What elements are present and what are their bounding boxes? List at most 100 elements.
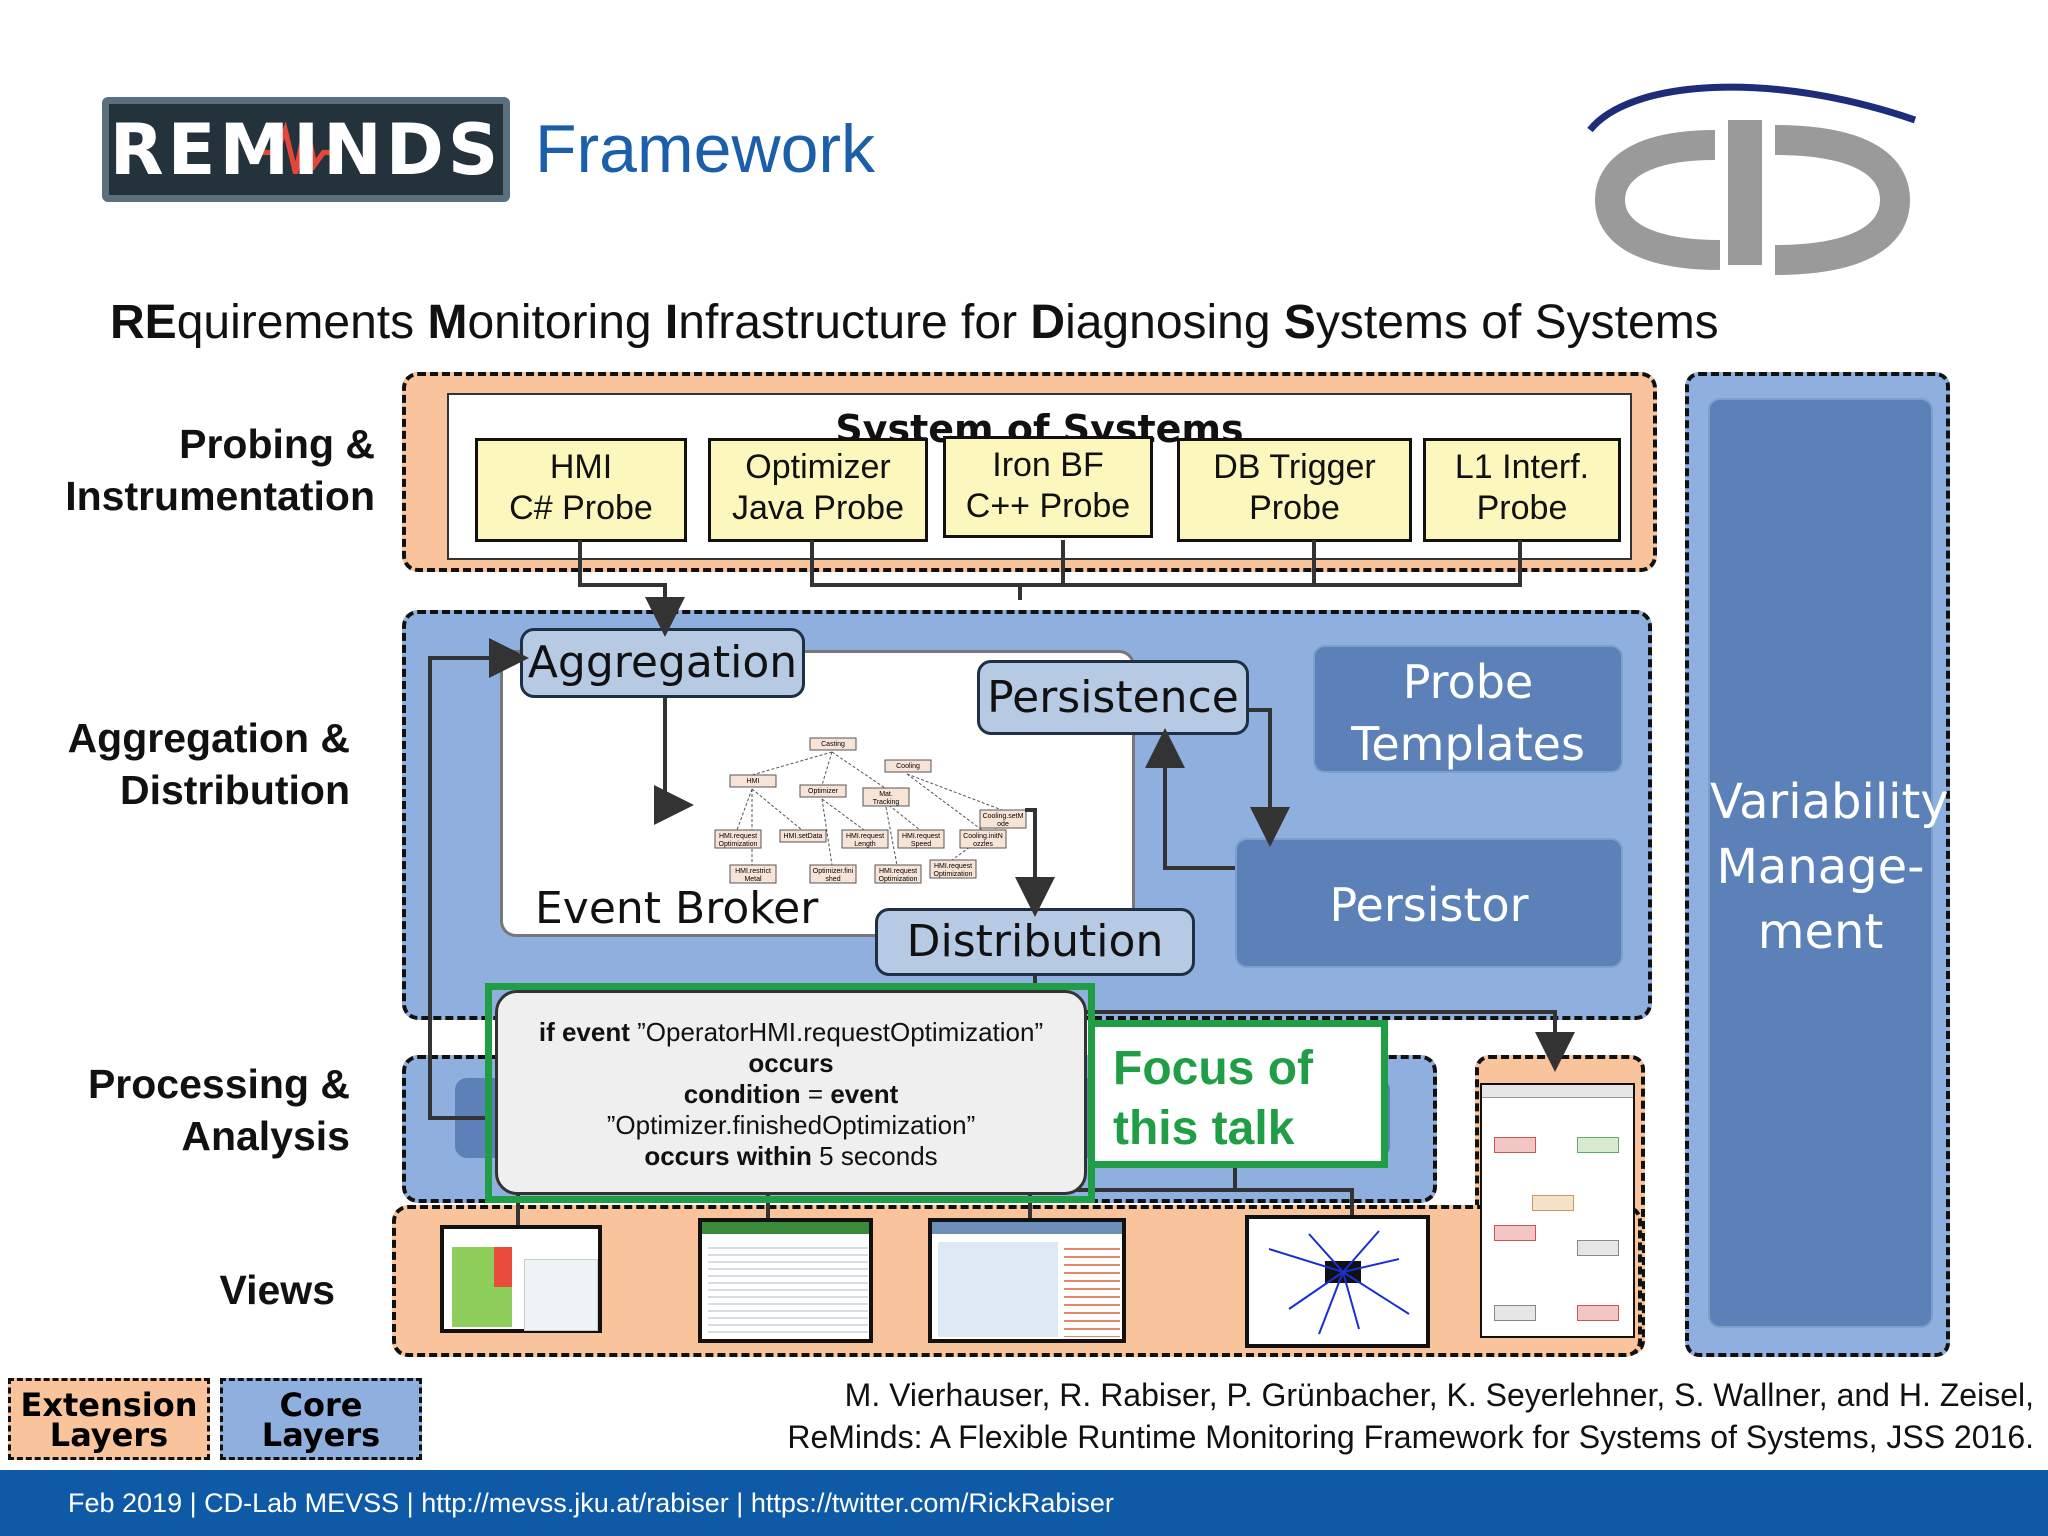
persistence-component: Persistence — [977, 660, 1249, 735]
event-broker-label: Event Broker — [535, 883, 819, 934]
svg-text:Speed: Speed — [911, 841, 931, 848]
svg-text:ode: ode — [997, 821, 1009, 828]
svg-text:shed: shed — [825, 876, 840, 883]
tree-link — [906, 773, 983, 831]
tree-node: HMI.setData — [779, 829, 827, 843]
svg-text:Cooling.setM: Cooling.setM — [983, 813, 1024, 820]
svg-text:Optimization: Optimization — [934, 871, 973, 878]
heartbeat-wave-icon — [259, 121, 339, 174]
subtitle-part: I — [664, 296, 679, 349]
citation: M. Vierhauser, R. Rabiser, P. Grünbacher… — [787, 1377, 2034, 1455]
svg-text:HMI.request: HMI.request — [846, 833, 884, 840]
slide-title: Framework — [535, 111, 876, 187]
svg-text:HMI: HMI — [747, 778, 760, 785]
tree-link — [821, 751, 833, 786]
svg-text:HMI.request: HMI.request — [902, 833, 940, 840]
svg-text:Tracking: Tracking — [873, 799, 900, 806]
focus-of-this-talk: Focus of this talk — [1088, 1020, 1388, 1168]
subtitle-part: ystems of Systems — [1315, 296, 1719, 349]
legend-core-layers: Core Layers — [220, 1378, 422, 1460]
svg-text:Cooling.initN: Cooling.initN — [963, 833, 1003, 840]
tree-link — [821, 798, 833, 866]
aggregation-component: Aggregation — [520, 628, 805, 698]
subtitle-part: onitoring — [467, 296, 665, 349]
view-thumbnail-table — [698, 1218, 873, 1343]
logo-text: REMINDS — [109, 108, 503, 191]
tree-node: HMI.requestOptimization — [714, 829, 762, 849]
probe-optimizer: Optimizer Java Probe — [708, 438, 928, 542]
layer-label-aggregation: Aggregation & Distribution — [67, 715, 350, 813]
cd-lab-logo-icon — [1587, 83, 1917, 275]
svg-text:Optimizer.fini: Optimizer.fini — [813, 868, 854, 875]
svg-text:HMI.request: HMI.request — [934, 863, 972, 870]
tree-node: HMI.requestOptimization — [874, 864, 922, 884]
svg-text:HMI.request: HMI.request — [879, 868, 917, 875]
subtitle-part: M — [427, 296, 468, 349]
tree-link — [884, 801, 898, 866]
subtitle-part: RE — [110, 296, 177, 349]
view-thumbnail-network — [928, 1218, 1126, 1343]
tree-link — [831, 751, 886, 789]
tree-link — [751, 788, 803, 831]
svg-text:HMI.restrict: HMI.restrict — [735, 868, 771, 875]
tree-node: HMI.requestOptimization — [929, 859, 977, 879]
tree-node: Cooling — [884, 759, 932, 773]
svg-text:HMI.request: HMI.request — [719, 833, 757, 840]
subtitle-part: D — [1030, 296, 1066, 349]
constraint-text: if event ”OperatorHMI.requestOptimizatio… — [498, 1017, 1084, 1172]
tree-link — [821, 798, 865, 831]
svg-text:Metal: Metal — [744, 876, 762, 883]
probe-iron-bf: Iron BF C++ Probe — [943, 436, 1153, 538]
constraint-line: condition = event — [683, 1079, 899, 1109]
svg-text:Length: Length — [854, 841, 876, 848]
view-thumbnail-graph — [1245, 1215, 1430, 1348]
subtitle-part: quirements — [176, 296, 428, 349]
probe-db-trigger: DB Trigger Probe — [1177, 438, 1412, 542]
persistor: Persistor — [1235, 838, 1623, 968]
layer-label-views: Views — [219, 1267, 336, 1313]
subtitle-part: S — [1283, 296, 1316, 349]
layer-label-probing: Probing & Instrumentation — [65, 421, 375, 519]
tree-link — [751, 751, 833, 776]
probe-hmi: HMI C# Probe — [475, 438, 687, 542]
svg-text:Optimization: Optimization — [719, 841, 758, 848]
subtitle: REquirements Monitoring Infrastructure f… — [110, 295, 1719, 350]
constraint-box: if event ”OperatorHMI.requestOptimizatio… — [495, 990, 1087, 1195]
constraint-line: occurs within 5 seconds — [644, 1141, 938, 1171]
svg-text:ozzles: ozzles — [973, 841, 993, 848]
tree-link — [736, 788, 753, 831]
constraint-line: if event ”OperatorHMI.requestOptimizatio… — [538, 1017, 1044, 1047]
subtitle-part: nfrastructure for — [678, 296, 1031, 349]
tree-link — [884, 801, 921, 831]
reminds-logo: REMINDS — [102, 97, 510, 202]
tree-node: Optimizer.finished — [809, 864, 857, 884]
tree-node: Optimizer — [799, 784, 847, 798]
tree-node: Casting — [809, 737, 857, 751]
svg-text:Cooling: Cooling — [896, 763, 920, 770]
view-thumbnail-charts — [440, 1225, 602, 1333]
constraint-line: occurs — [748, 1048, 834, 1078]
footer-bar: Feb 2019 | CD-Lab MEVSS | http://mevss.j… — [0, 1470, 2048, 1536]
svg-text:HMI.setData: HMI.setData — [784, 833, 823, 840]
variability-management: Variability Manage- ment — [1708, 398, 1949, 1328]
distribution-component: Distribution — [875, 908, 1195, 976]
svg-text:Casting: Casting — [821, 741, 845, 748]
svg-text:Mat.: Mat. — [879, 791, 893, 798]
layer-label-processing: Processing & Analysis — [87, 1061, 350, 1159]
svg-text:Optimizer: Optimizer — [808, 788, 839, 795]
subtitle-part: iagnosing — [1065, 296, 1284, 349]
tree-link — [906, 773, 1003, 811]
probe-l1-interface: L1 Interf. Probe — [1423, 438, 1621, 542]
constraint-line: ”Optimizer.finishedOptimization” — [606, 1110, 976, 1140]
tree-node: HMI — [729, 774, 777, 788]
legend-extension-layers: Extension Layers — [8, 1378, 210, 1460]
probe-templates: Probe Templates — [1313, 645, 1623, 773]
tree-node: Mat.Tracking — [862, 787, 910, 807]
